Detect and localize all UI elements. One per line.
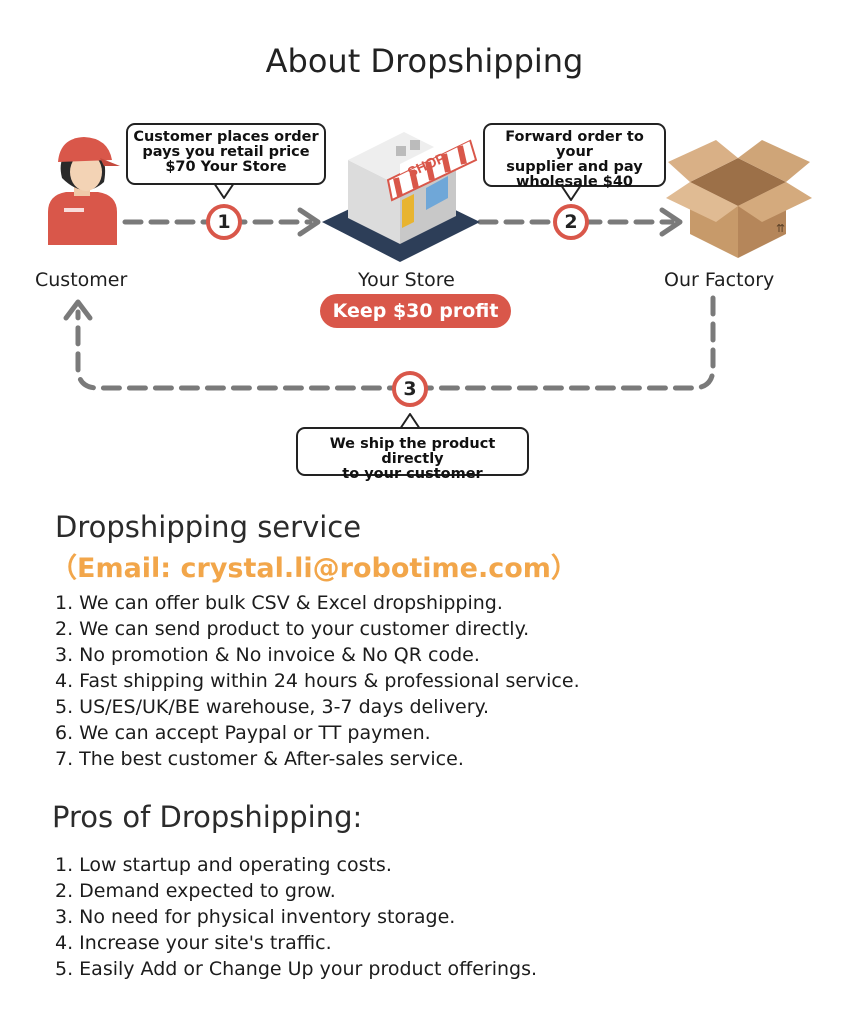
service-item: 2. We can send product to your customer … <box>55 618 530 640</box>
pros-item: 4. Increase your site's traffic. <box>55 932 332 954</box>
diagram-title: About Dropshipping <box>265 42 584 80</box>
dropshipping-flow-diagram: SHOP ⇈ <box>48 128 812 430</box>
step2-bubble-line3: wholesale $40 <box>515 174 634 190</box>
profit-badge: Keep $30 profit <box>320 294 511 328</box>
factory-label: Our Factory <box>664 269 775 291</box>
service-list: 1. We can offer bulk CSV & Excel dropshi… <box>55 590 580 772</box>
service-item: 1. We can offer bulk CSV & Excel dropshi… <box>55 592 503 614</box>
pros-title: Pros of Dropshipping: <box>52 800 363 834</box>
service-item: 6. We can accept Paypal or TT paymen. <box>55 722 431 744</box>
step1-bubble: Customer places order pays you retail pr… <box>126 123 326 185</box>
step3-bubble-line2: to your customer <box>342 466 483 482</box>
service-title: Dropshipping service <box>55 510 362 544</box>
store-icon: SHOP <box>322 128 480 262</box>
service-item: 4. Fast shipping within 24 hours & profe… <box>55 670 580 692</box>
step2-bubble-line2: supplier and pay <box>506 159 643 175</box>
step3-bubble: We ship the product directly to your cus… <box>296 427 529 482</box>
step1-marker: 1 <box>206 204 242 240</box>
step3-marker: 3 <box>392 371 428 407</box>
step1-bubble-line2: pays you retail price <box>142 144 310 160</box>
step1-bubble-line1: Customer places order <box>133 129 319 145</box>
customer-label: Customer <box>35 269 128 291</box>
pros-item: 3. No need for physical inventory storag… <box>55 906 456 928</box>
step3-bubble-line1: We ship the product directly <box>329 436 496 467</box>
store-label: Your Store <box>358 269 455 291</box>
svg-text:⇈: ⇈ <box>776 222 785 235</box>
box-icon: ⇈ <box>666 140 812 258</box>
pros-item: 1. Low startup and operating costs. <box>55 854 392 876</box>
service-email: （Email: crystal.li@robotime.com） <box>50 553 578 584</box>
pros-item: 5. Easily Add or Change Up your product … <box>55 958 538 980</box>
pros-item: 2. Demand expected to grow. <box>55 880 336 902</box>
service-item: 7. The best customer & After-sales servi… <box>55 748 464 770</box>
step2-marker: 2 <box>553 204 589 240</box>
step2-bubble: Forward order to your supplier and pay w… <box>483 123 666 190</box>
service-item: 5. US/ES/UK/BE warehouse, 3-7 days deliv… <box>55 696 490 718</box>
step2-bubble-line1: Forward order to your <box>505 129 644 160</box>
step1-bubble-line3: $70 Your Store <box>165 159 287 175</box>
service-item: 3. No promotion & No invoice & No QR cod… <box>55 644 480 666</box>
pros-list: 1. Low startup and operating costs. 2. D… <box>55 852 537 982</box>
customer-icon <box>48 137 120 245</box>
